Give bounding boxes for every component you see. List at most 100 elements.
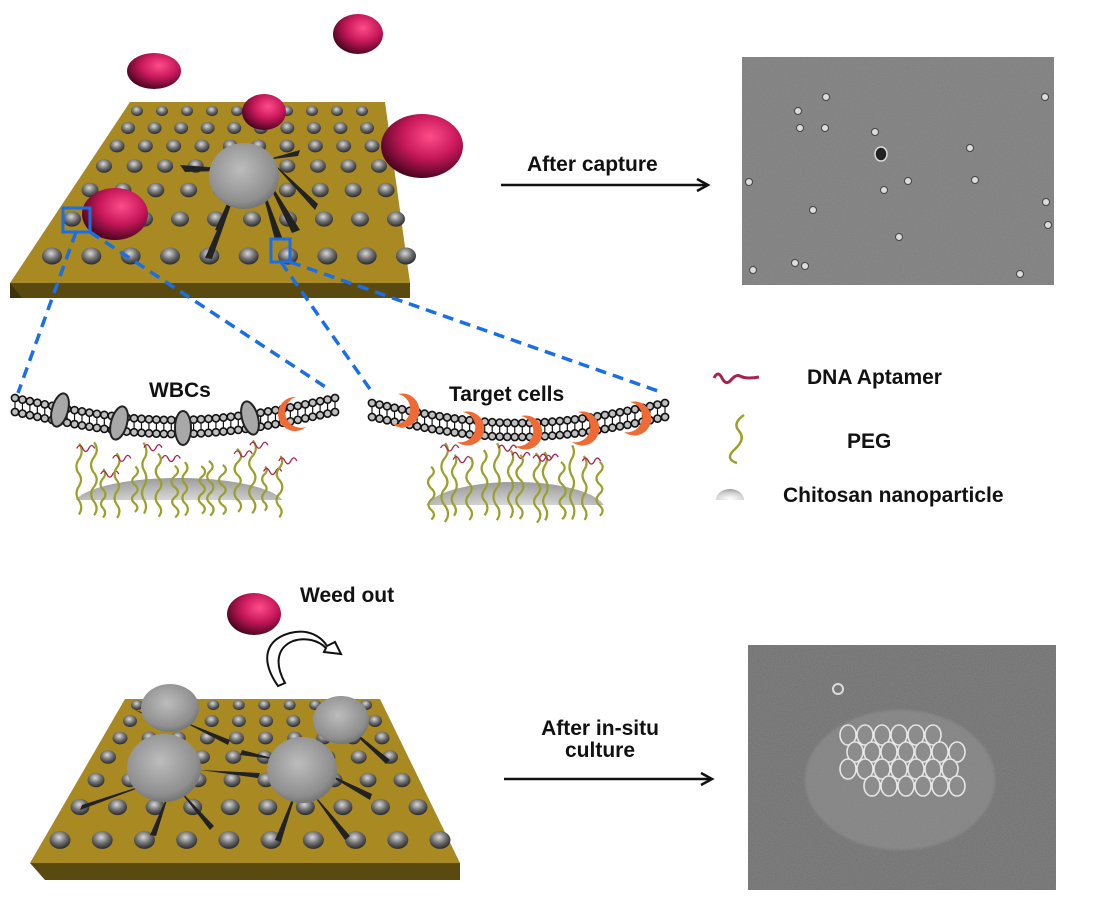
colony-cell: [924, 758, 942, 780]
legend-label-chitosan-nanoparticle: Chitosan nanoparticle: [783, 484, 1004, 507]
nanobead: [171, 211, 189, 227]
nanobead: [96, 159, 112, 173]
nanobead: [108, 798, 128, 816]
nanobead: [174, 122, 189, 134]
captured-cell: [821, 124, 829, 132]
nanobead: [200, 122, 215, 134]
colony-cell: [863, 741, 881, 763]
nanobead: [340, 159, 357, 173]
target-cells-label: Target cells: [449, 383, 565, 406]
red-blood-cell: [227, 593, 281, 635]
zoom-guide-lines: [16, 230, 659, 394]
nanobead: [259, 715, 274, 727]
colony-cell: [873, 724, 891, 746]
captured-cell: [796, 124, 804, 132]
weed-out-arrow: [266, 630, 343, 688]
nanobead: [351, 211, 369, 227]
nanobead: [283, 699, 296, 711]
captured-cell: [801, 262, 809, 270]
nanobead: [63, 211, 81, 227]
nanobead: [120, 247, 141, 265]
dna-aptamer: [452, 456, 472, 464]
nanobead: [81, 182, 99, 198]
nanobead: [231, 715, 246, 727]
nanobead: [396, 247, 416, 265]
capture-substrate-top: [10, 14, 463, 298]
after-culture-label-line2: culture: [564, 739, 635, 763]
peg-chain: [99, 468, 107, 519]
colony-cell: [880, 741, 898, 763]
captured-cell: [749, 266, 757, 274]
peg-chain: [480, 449, 489, 517]
colony-cell: [914, 775, 932, 797]
peg-chain: [217, 464, 227, 516]
nanobead: [160, 247, 180, 265]
colony-cell: [931, 775, 949, 797]
nanobead: [368, 715, 382, 727]
peg-aptamer-chains: [75, 439, 298, 519]
nanobead: [137, 139, 153, 153]
after-capture-label: After capture: [527, 153, 658, 176]
nanobead: [333, 798, 353, 816]
nanobead: [350, 750, 367, 764]
colony-cell: [914, 741, 932, 763]
nanobead: [311, 182, 329, 198]
peg-chain: [440, 442, 450, 523]
dna-aptamer-icon: [712, 372, 760, 385]
peg-aptamer-chains: [426, 442, 604, 524]
nanobead: [180, 182, 198, 198]
nanobead: [133, 831, 155, 849]
nanobead: [91, 831, 113, 849]
nanobead: [147, 122, 162, 134]
captured-cell: [895, 233, 903, 241]
peg-chain: [206, 460, 215, 517]
nanobead: [243, 211, 261, 227]
dna-aptamer: [76, 444, 96, 453]
nanobead: [317, 247, 338, 265]
colony-cell: [907, 724, 925, 746]
wbcs-label: WBCs: [149, 379, 211, 402]
dna-aptamer: [112, 454, 132, 463]
colony-cell: [839, 758, 857, 780]
nanobead: [157, 159, 174, 173]
dna-aptamer: [532, 454, 552, 462]
nanobead: [181, 105, 193, 117]
nanobead: [70, 798, 90, 816]
peg-chain: [113, 452, 121, 519]
captured-cell: [809, 206, 817, 214]
captured-cell: [791, 259, 799, 267]
nanobead: [331, 105, 343, 117]
receptor: [278, 396, 306, 431]
wbc-membrane-proteins: [50, 392, 260, 446]
nanobead: [260, 831, 282, 849]
captured-cells-dots: [745, 93, 1052, 278]
nanobead: [112, 731, 128, 745]
nanobead: [220, 798, 240, 816]
nanobead: [356, 105, 368, 117]
dna-aptamer: [440, 444, 460, 452]
nanobead: [377, 182, 395, 198]
nanobead: [345, 831, 367, 849]
peg-chain: [541, 451, 549, 521]
nanobead: [278, 247, 298, 265]
peg-chain: [75, 442, 83, 516]
captured-cell: [874, 146, 888, 162]
peg-chain: [595, 460, 604, 517]
receptor: [624, 401, 652, 436]
colony-cell: [897, 741, 915, 763]
legend-icons: [712, 372, 760, 500]
dna-aptamer: [249, 441, 269, 449]
nanobead: [225, 750, 242, 764]
nanobead: [109, 139, 125, 153]
dna-aptamer: [581, 457, 602, 465]
nanobead: [258, 699, 271, 711]
peg-chain: [275, 455, 284, 518]
red-blood-cell: [127, 53, 181, 89]
colony-cell: [941, 758, 959, 780]
colony-cell: [948, 775, 966, 797]
peg-chain: [89, 441, 98, 516]
nanobead: [100, 750, 116, 764]
nanobead: [227, 122, 242, 134]
captured-cell: [1042, 198, 1050, 206]
nanobead: [393, 772, 411, 788]
